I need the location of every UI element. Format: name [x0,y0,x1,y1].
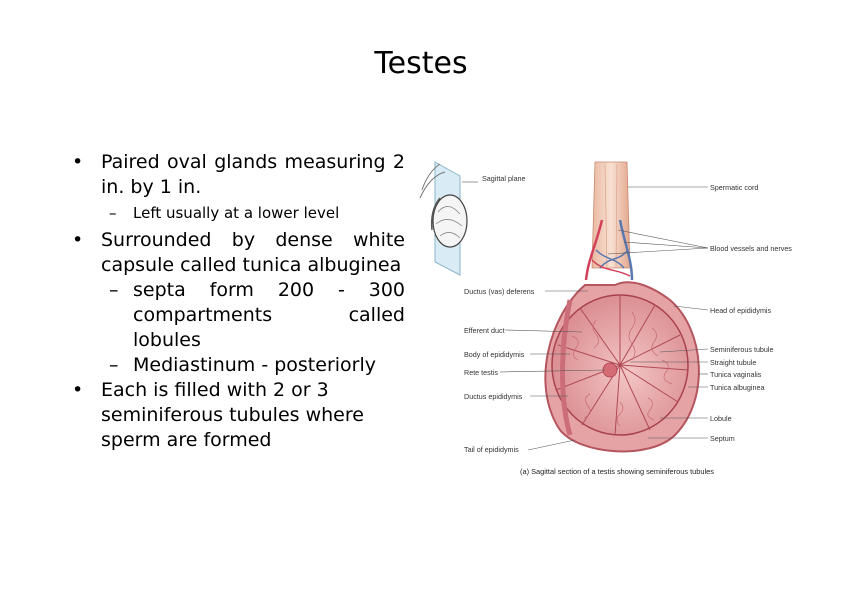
label-seminiferous-tubule: Seminiferous tubule [710,345,774,354]
slide-title: Testes [374,46,468,81]
testis-body [544,281,700,453]
sub-bullet-dash: – [109,204,117,222]
bullet-text: Surrounded by dense white capsule called… [101,229,405,276]
label-ductus-epididymis: Ductus epididymis [464,392,523,401]
spermatic-cord [591,161,631,269]
bullet-item: • Surrounded by dense white capsule call… [70,228,405,278]
label-blood-vessels-nerves: Blood vessels and nerves [710,244,792,253]
label-sagittal-plane: Sagittal plane [482,174,526,183]
sub-bullet-dash: – [109,354,119,376]
sub-bullet-item: – Mediastinum - posteriorly [70,353,405,378]
label-tunica-vaginalis: Tunica vaginalis [710,370,762,379]
testis-diagram: Sagittal plane Ductus (vas) deferens Eff… [419,161,792,476]
leader-lines [462,181,709,451]
bullet-item: • Paired oval glands measuring 2 in. by … [70,150,405,200]
label-efferent-duct: Efferent duct [464,326,505,335]
sub-bullet-text: Mediastinum - posteriorly [133,354,376,376]
label-rete-testis: Rete testis [464,368,498,377]
label-body-of-epididymis: Body of epididymis [464,350,525,359]
label-ductus-deferens: Ductus (vas) deferens [464,287,535,296]
bullet-dot: • [72,151,84,173]
bullet-dot: • [72,229,84,251]
label-straight-tubule: Straight tubule [710,358,756,367]
figure-caption: (a) Sagittal section of a testis showing… [520,467,714,476]
bullet-list: • Paired oval glands measuring 2 in. by … [70,150,405,453]
label-spermatic-cord: Spermatic cord [710,183,758,192]
bullet-text: Each is filled with 2 or 3 seminiferous … [101,379,364,451]
sub-bullet-item: – Left usually at a lower level [70,202,405,224]
testis-figure: Sagittal plane Ductus (vas) deferens Eff… [410,150,800,485]
blood-vessels [584,219,634,281]
bullet-text: Paired oval glands measuring 2 in. by 1 … [101,151,405,198]
sub-bullet-text: septa form 200 - 300 compartments called… [133,279,405,351]
sub-bullet-dash: – [109,279,119,301]
label-head-of-epididymis: Head of epididymis [710,306,772,315]
label-tail-of-epididymis: Tail of epididymis [464,445,519,454]
bullet-dot: • [72,379,84,401]
bullet-item: • Each is filled with 2 or 3 seminiferou… [70,378,405,453]
label-lobule: Lobule [710,414,732,423]
label-tunica-albuginea: Tunica albuginea [710,383,764,392]
label-septum: Septum [710,434,735,443]
sub-bullet-item: – septa form 200 - 300 compartments call… [70,278,405,353]
sub-bullet-text: Left usually at a lower level [133,204,340,222]
sagittal-plane-inset [419,161,468,276]
